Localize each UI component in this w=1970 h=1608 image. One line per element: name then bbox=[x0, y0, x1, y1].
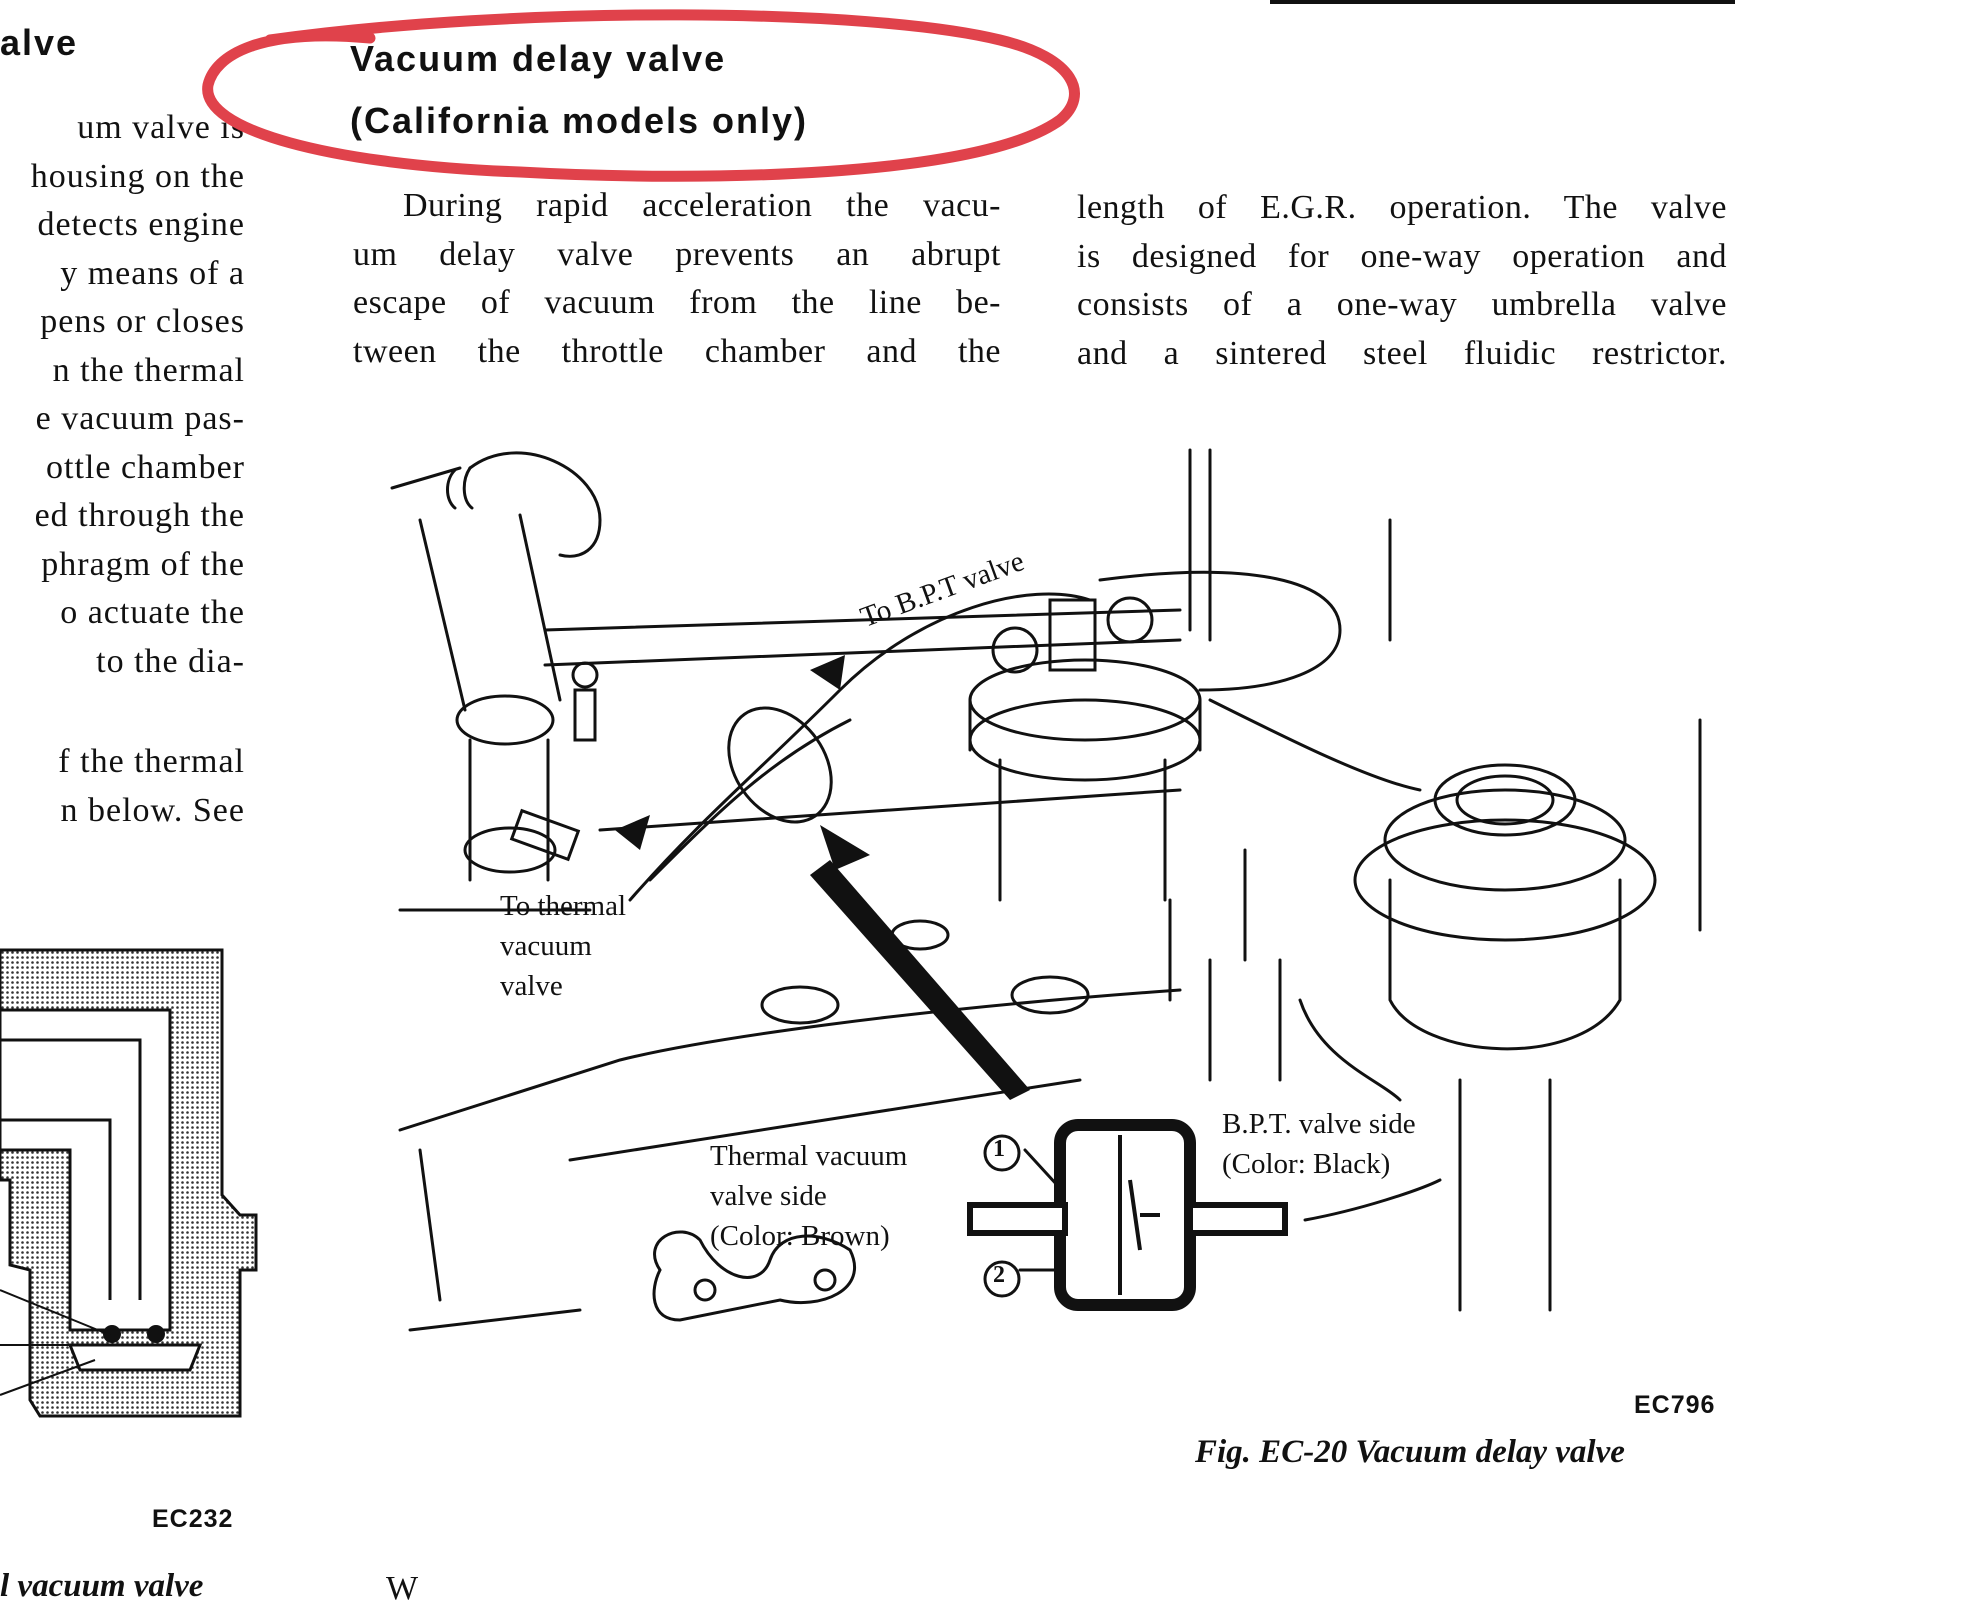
thermal-vacuum-valve-cross-section bbox=[0, 948, 258, 1418]
text-line: phragm of the bbox=[41, 545, 245, 583]
left-figure-code: EC232 bbox=[152, 1505, 234, 1533]
right-paragraph: length of E.G.R. operation. The valve is… bbox=[1077, 184, 1727, 378]
text-line: n below. See bbox=[60, 791, 245, 829]
label-line: Thermal vacuum bbox=[710, 1140, 908, 1172]
text-line: is designed for one-way operation and bbox=[1077, 237, 1727, 275]
bottom-partial-text: W bbox=[386, 1570, 419, 1607]
callout-2: 2 bbox=[993, 1262, 1005, 1288]
red-circle-annotation bbox=[202, 9, 1080, 182]
text-line: housing on the bbox=[30, 157, 245, 195]
label-line: valve side bbox=[710, 1180, 827, 1212]
text-line: ottle chamber bbox=[46, 448, 245, 486]
left-column-text-2: f the thermal n below. See bbox=[0, 738, 245, 835]
text-line: escape of vacuum from the line be- bbox=[353, 284, 1001, 321]
label-line: vacuum bbox=[500, 930, 592, 962]
title-line-2: (California models only) bbox=[350, 100, 809, 141]
text-line: f the thermal bbox=[58, 743, 245, 780]
text-line: tween the throttle chamber and the bbox=[353, 332, 1001, 370]
middle-paragraph: During rapid acceleration the vacu- um d… bbox=[353, 182, 1001, 376]
text-line: consists of a one-way umbrella valve bbox=[1077, 286, 1727, 323]
text-line: um delay valve prevents an abrupt bbox=[353, 235, 1001, 273]
text-line: y means of a bbox=[60, 254, 245, 292]
text-line: detects engine bbox=[37, 206, 245, 243]
top-rule bbox=[1270, 0, 1735, 4]
label-line: To thermal bbox=[500, 890, 627, 922]
label-line: (Color: Brown) bbox=[710, 1220, 890, 1252]
label-line: valve bbox=[500, 970, 563, 1002]
figure-caption: Fig. EC-20 Vacuum delay valve bbox=[1195, 1434, 1625, 1470]
label-to-bpt-valve: To B.P.T valve bbox=[856, 545, 1029, 634]
text-line: to the dia- bbox=[96, 642, 245, 680]
text-line: length of E.G.R. operation. The valve bbox=[1077, 189, 1727, 226]
text-line: ed through the bbox=[34, 497, 245, 534]
text-line: pens or closes bbox=[40, 303, 245, 340]
text-line: During rapid acceleration the vacu- bbox=[403, 187, 1001, 224]
label-line: (Color: Black) bbox=[1222, 1148, 1391, 1180]
label-thermal-vacuum-valve-side: Thermal vacuum valve side (Color: Brown) bbox=[710, 1136, 907, 1256]
left-section-heading: alve bbox=[0, 22, 79, 63]
text-line: n the thermal bbox=[52, 351, 245, 389]
text-line: o actuate the bbox=[60, 594, 245, 631]
text-line: e vacuum pas- bbox=[35, 400, 245, 437]
label-bpt-valve-side: B.P.T. valve side (Color: Black) bbox=[1222, 1104, 1416, 1184]
label-to-thermal-vacuum-valve: To thermal vacuum valve bbox=[500, 886, 626, 1006]
text-line: and a sintered steel fluidic restrictor. bbox=[1077, 334, 1727, 372]
title-line-1: Vacuum delay valve bbox=[350, 38, 727, 79]
label-line: B.P.T. valve side bbox=[1222, 1108, 1416, 1140]
section-title: Vacuum delay valve (California models on… bbox=[350, 28, 808, 152]
figure-code: EC796 bbox=[1634, 1391, 1716, 1419]
callout-1: 1 bbox=[993, 1136, 1005, 1162]
